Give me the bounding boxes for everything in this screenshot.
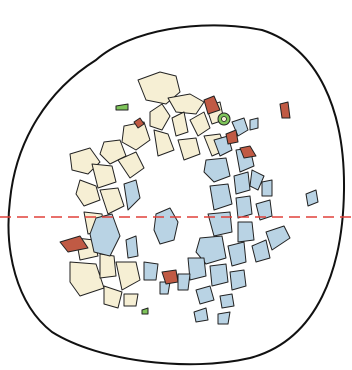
- blue-fragment: [195, 285, 215, 305]
- blue-fragment: [187, 257, 207, 281]
- cream-fragment: [153, 129, 175, 157]
- red-fragment: [161, 269, 179, 285]
- cream-fragment: [177, 137, 201, 161]
- blue-fragment: [261, 179, 273, 197]
- cream-fragment: [103, 285, 123, 309]
- blue-fragment: [235, 195, 253, 219]
- green-fragments: [115, 103, 231, 315]
- cream-fragments: [69, 71, 227, 309]
- blue-fragment: [125, 235, 139, 259]
- cream-fragment: [123, 293, 139, 307]
- red-fragments: [59, 95, 291, 285]
- cream-fragment: [189, 111, 211, 137]
- blue-fragment: [233, 171, 251, 195]
- blue-fragment: [193, 307, 209, 323]
- blue-fragment: [207, 211, 233, 237]
- blue-fragment: [249, 117, 259, 131]
- red-fragment: [239, 145, 257, 159]
- blue-fragment: [195, 235, 227, 265]
- green-ring-center: [221, 116, 227, 122]
- cream-fragment: [117, 151, 145, 179]
- red-fragment: [133, 117, 145, 129]
- blue-fragment: [89, 213, 121, 257]
- blue-fragment: [305, 189, 319, 207]
- cream-fragment: [115, 261, 141, 291]
- blue-fragment: [265, 225, 291, 251]
- blue-fragment: [227, 241, 247, 267]
- blue-fragment: [209, 263, 229, 287]
- cream-fragment: [99, 187, 125, 215]
- cream-fragment: [99, 253, 117, 279]
- green-fragment: [141, 307, 149, 315]
- blue-fragment: [237, 221, 255, 243]
- cream-fragment: [91, 163, 117, 189]
- blue-fragments: [89, 117, 319, 325]
- blue-fragment: [255, 199, 273, 221]
- red-fragment: [59, 235, 89, 253]
- blue-fragment: [249, 169, 265, 191]
- blue-fragment: [229, 269, 247, 291]
- blue-fragment: [123, 179, 141, 211]
- cream-fragment: [75, 179, 101, 207]
- cream-fragment: [167, 93, 205, 115]
- red-fragment: [279, 101, 291, 119]
- cream-fragment: [137, 71, 181, 105]
- green-fragment: [115, 103, 129, 111]
- cream-fragment: [171, 111, 189, 137]
- cream-fragment: [69, 261, 105, 297]
- blue-fragment: [209, 183, 233, 211]
- cream-fragment: [149, 103, 171, 131]
- blue-fragment: [219, 293, 235, 309]
- red-fragment: [225, 129, 239, 145]
- blue-fragment: [177, 273, 191, 291]
- blue-fragment: [143, 261, 159, 281]
- blue-fragment: [251, 239, 271, 263]
- red-fragment: [203, 95, 221, 115]
- blue-fragment: [217, 311, 231, 325]
- blue-fragment: [203, 157, 231, 183]
